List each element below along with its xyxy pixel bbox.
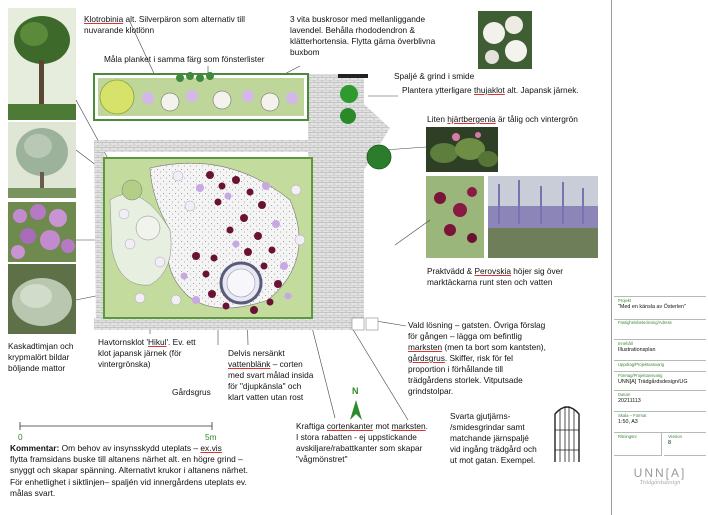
thujaklot [340, 85, 358, 103]
north-arrow-icon [350, 400, 362, 420]
label-buskrosor-1: 3 vita buskrosor med mellanliggande [290, 14, 426, 24]
label-kraftiga-6: "vågmönstret" [296, 454, 348, 464]
label-svarta-5: ut mot gatan. Exempel. [450, 455, 536, 465]
thujaklot-2 [340, 108, 356, 124]
photo-silverparon [8, 122, 76, 198]
label-thuja: Plantera ytterligare thujaklot alt. Japa… [402, 85, 579, 95]
photo-smidesgrind [553, 400, 581, 464]
label-kaskad-2: krypmalört bildar [8, 352, 70, 362]
label-delvis-6: klart vatten utan rost [228, 392, 304, 402]
perovskia-dots [180, 182, 292, 304]
label-vald-6: trädgårdens storlek. Vitputsade [408, 375, 523, 385]
tb-skala: Skala – Format 1:50, A3 [614, 412, 706, 433]
label-vald-4: gårdsgrus. Skiffer, risk för fel [408, 353, 513, 363]
north-label: N [352, 386, 359, 396]
label-delvis-5: för "djupkänsla" och [228, 381, 302, 391]
grindstolpe-right [365, 317, 379, 331]
label-gardsgrus: Gårdsgrus [172, 387, 211, 397]
photo-vita-buskrosor [478, 11, 532, 69]
pear-tree-illustration [8, 122, 76, 198]
label-kaskad-1: Kaskadtimjan och [8, 341, 74, 351]
tb-foretag: Företag/Projektansvarig UNN[A] Trädgårds… [614, 372, 706, 391]
scale-bar [19, 422, 213, 430]
comment-block: Kommentar: Om behov av insynsskydd utepl… [10, 443, 310, 499]
label-vald-7: grindstolpar. [408, 386, 454, 396]
rhododendron [99, 79, 135, 115]
label-svarta-1: Svarta gjutjärns- [450, 411, 511, 421]
comment-line3: snyggt och skapar spänning. Alternativt … [10, 465, 248, 476]
tb-version: Version 8 [664, 433, 706, 456]
label-vald-2: för gången – lägga om befintlig [408, 331, 522, 341]
label-svarta-3: matchande järnspaljé [450, 433, 529, 443]
path-bottom [94, 318, 364, 330]
white-rose-illustration [478, 11, 532, 69]
tb-uppdrag: Uppdrag/Projektansvarig [614, 361, 706, 372]
photo-hjartbergenia [426, 127, 498, 172]
label-praktvadd: Praktvädd & Perovskia höjer sig över [427, 266, 564, 276]
spalje-bar [338, 74, 368, 78]
label-vald-3: marksten (men ta bort som kantsten), [408, 342, 546, 352]
label-buskrosor-4: buxbom [290, 47, 320, 57]
label-vald-1: Vald lösning – gatsten. Övriga förslag [408, 320, 546, 330]
label-kraftiga-1: Kraftiga cortenkanter mot marksten. [296, 421, 428, 431]
label-havtorn-1: Havtornsklot 'Hikul'. Ev. ett [98, 337, 196, 347]
tb-ritning: Ritningsnr [614, 433, 662, 456]
path-top [94, 140, 308, 152]
tb-projekt: Projekt "Med en känsla av Österlen" [614, 296, 706, 320]
label-klotrobinia-2: nuvarande klotlönn [84, 25, 155, 35]
comment-line4: För enhetlighet i siktlinjen– spaljén vi… [10, 476, 247, 487]
house-wall [308, 74, 364, 326]
label-svarta-2: /smidesgrindar samt [450, 422, 525, 432]
havtornsklot [135, 215, 161, 241]
label-havtorn-4: vintergrönska) [98, 359, 151, 369]
label-buskrosor-2: lavendel. Behålla rhododendron & [290, 25, 416, 35]
thyme-illustration [8, 202, 76, 262]
tb-innehall: Innehåll Illustrationsplan [614, 340, 706, 361]
photo-kaskadtimjan [8, 202, 76, 262]
label-havtorn-3: klot japansk järnek (för [98, 348, 182, 358]
praktvadd-dots [192, 171, 282, 314]
label-praktvadd-2: marktäckarna runt sten och vatten [427, 277, 553, 287]
label-delvis-4: med svart målad insida [228, 370, 314, 380]
company-logo: UNN[A] Trädgårdsdesign [633, 466, 687, 486]
garden-plan [19, 21, 431, 430]
label-kraftiga-4: I stora rabatten - ej uppstickande [296, 432, 417, 442]
photo-krypmalort [8, 264, 76, 334]
label-kraftiga-5: avskiljare/rabattkanter som skapar [296, 443, 423, 453]
bergenia-illustration [426, 127, 498, 172]
tree-illustration [8, 8, 76, 120]
tb-datum: Datum 20211113 [614, 391, 706, 412]
comment-line2: flytta framsidans buske till altanens nä… [10, 454, 243, 465]
scale-start: 0 [18, 432, 23, 442]
title-block: Projekt "Med en känsla av Österlen" Fast… [611, 0, 708, 515]
rose-row [142, 72, 298, 112]
bergenia [366, 144, 392, 170]
label-plank: Måla planket i samma färg som fönsterlis… [104, 54, 265, 64]
photo-perovskia [488, 176, 598, 258]
perovskia-illustration [488, 176, 598, 258]
label-spalje: Spaljé & grind i smide [394, 71, 475, 81]
photo-praktvadd [426, 176, 484, 258]
label-svarta-4: vid ingång trädgård och [450, 444, 537, 454]
scale-end: 5m [205, 432, 217, 442]
ground-cover-dots [118, 170, 306, 306]
tb-fastighet: Fastighetsbeteckning/Adress [614, 319, 706, 340]
photo-klotrobinia [8, 8, 76, 120]
label-delvis-2: vattenblänk – corten [228, 359, 303, 369]
label-vald-5: proportion i förhållande till [408, 364, 504, 374]
label-delvis-1: Delvis nersänkt [228, 348, 285, 358]
label-bergenia: Liten hjärtbergenia är tålig och vinterg… [427, 114, 578, 124]
scabiosa-illustration [426, 176, 484, 258]
comment-line5: målas svart. [10, 487, 56, 498]
label-klotrobinia: Klotrobinia alt. Silverpäron som alterna… [84, 14, 245, 24]
grindstolpe-left [351, 317, 365, 331]
wormwood-illustration [8, 264, 76, 334]
iron-gate-illustration [553, 400, 581, 464]
label-kaskad-3: böljande mattor [8, 363, 66, 373]
label-buskrosor-3: klätterhortensia. Flytta gärna överblivn… [290, 36, 436, 46]
comment-title: Kommentar: [10, 443, 60, 453]
